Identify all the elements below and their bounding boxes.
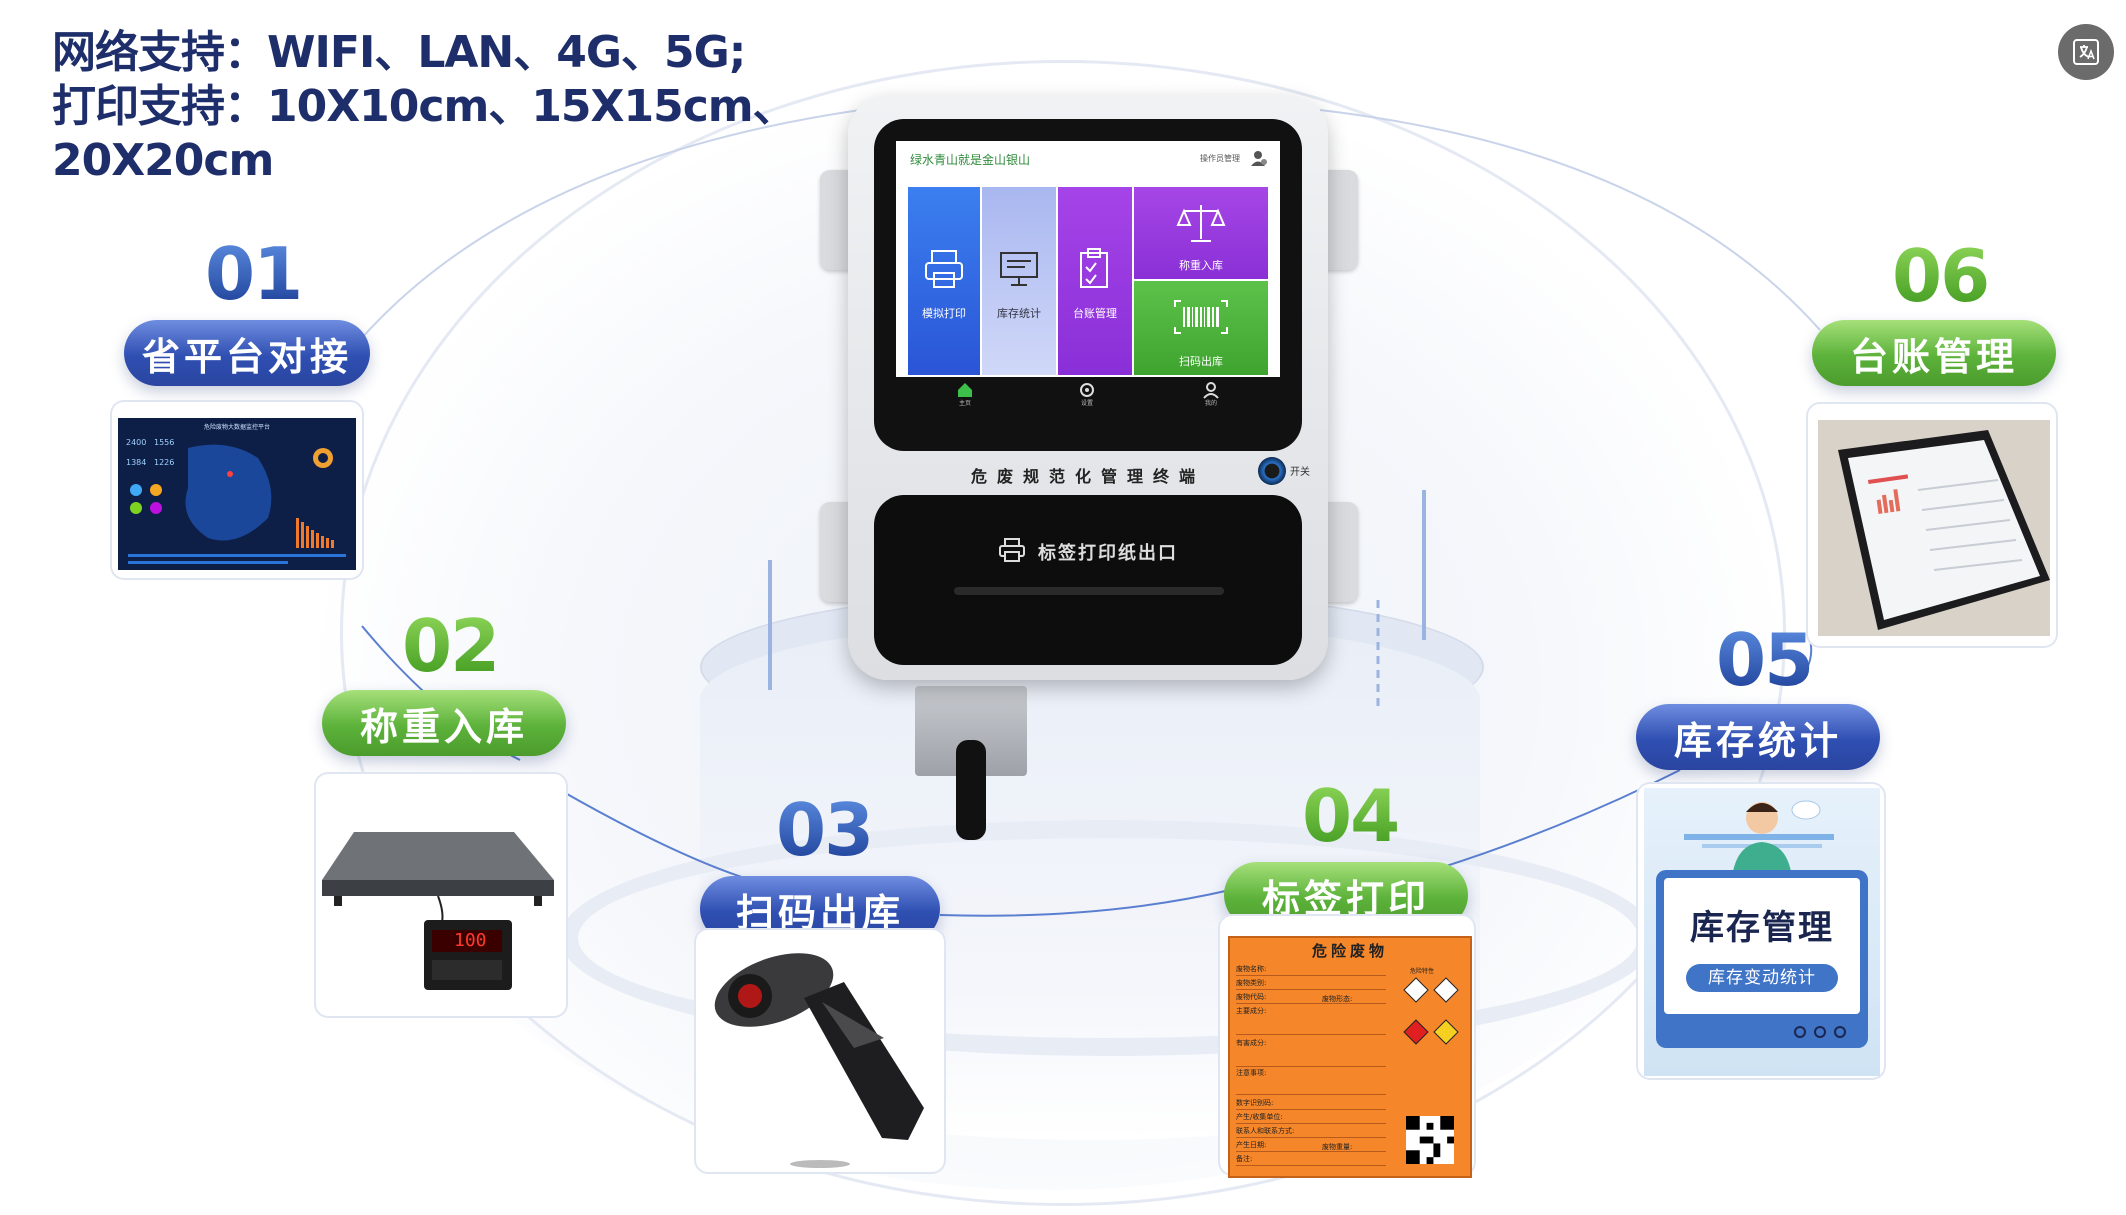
network-support-text: 网络支持：WIFI、LAN、4G、5G; <box>52 27 746 78</box>
monitor-icon <box>1000 252 1038 286</box>
translate-glyph-icon <box>2073 39 2099 65</box>
print-size-text: 20X20cm <box>52 135 274 186</box>
barcode-scanner-icon <box>714 953 924 1168</box>
printer-icon <box>925 250 963 288</box>
feature-06-card <box>1806 402 2058 648</box>
board-dots <box>1794 1026 1854 1038</box>
hazard-label-row: 废物代码: <box>1236 992 1386 1004</box>
tablet-photo-icon <box>1818 420 2050 636</box>
tile-label: 扫码出库 <box>1179 355 1223 368</box>
inventory-subtitle: 库存变动统计 <box>1686 964 1838 992</box>
feature-04-number: 04 <box>1302 774 1400 858</box>
feature-06-number: 06 <box>1892 234 1990 318</box>
hazard-symbols-icon <box>1403 977 1459 1045</box>
feature-05-pill[interactable]: 库存统计 <box>1636 704 1880 770</box>
scale-display: 100 <box>454 930 487 951</box>
hazard-label-row: 废物名称: <box>1236 964 1386 976</box>
tile-weighing-inbound[interactable]: 称重入库 <box>1134 187 1268 279</box>
power-cable <box>956 740 986 840</box>
person-illustration-icon <box>1684 800 1834 878</box>
management-terminal: 绿水青山就是金山银山 操作员管理 模拟打印 <box>848 95 1328 680</box>
dashboard-screen: 危险废物大数据监控平台 2400 1556 1384 1226 <box>118 418 356 570</box>
header-specs: 网络支持：WIFI、LAN、4G、5G; 打印支持：10X10cm、15X15c… <box>52 26 797 188</box>
profile-icon[interactable] <box>1202 381 1220 399</box>
clipboard-icon <box>1080 248 1108 288</box>
nav-label: 设置 <box>1080 400 1093 407</box>
power-label: 开关 <box>1290 467 1310 478</box>
feature-05-number: 05 <box>1716 618 1814 702</box>
tile-simulated-print[interactable]: 模拟打印 <box>908 187 980 375</box>
user-settings-icon[interactable] <box>1250 149 1268 167</box>
tile-label: 台账管理 <box>1073 307 1117 320</box>
qr-code-icon <box>1406 1116 1454 1164</box>
hazard-label-side: 废物重量: <box>1322 1143 1353 1151</box>
outer-ring <box>340 60 1786 1206</box>
dashboard-stat: 1384 <box>126 458 147 467</box>
device-name: 危废规范化管理终端 <box>970 467 1205 486</box>
home-icon[interactable] <box>956 381 974 399</box>
hazard-label-side: 危险特性 <box>1410 968 1435 975</box>
dashboard-stat: 2400 <box>126 438 147 447</box>
feature-02-card: 100 <box>314 772 568 1018</box>
printer-icon <box>999 538 1025 562</box>
tile-label: 库存统计 <box>997 307 1041 320</box>
floor-scale-icon <box>322 832 554 990</box>
screen-bezel: 绿水青山就是金山银山 操作员管理 模拟打印 <box>874 119 1302 451</box>
tile-label: 称重入库 <box>1179 259 1223 272</box>
hazard-label-row: 废物类别: <box>1236 978 1386 990</box>
hazard-label-title: 危险废物 <box>1311 942 1388 960</box>
hazard-label-row: 主要成分: <box>1236 1006 1386 1035</box>
feature-03-card <box>694 928 946 1174</box>
inventory-illustration: 库存管理 库存变动统计 <box>1644 788 1880 1076</box>
feature-01-pill[interactable]: 省平台对接 <box>124 320 370 386</box>
print-support-text: 打印支持：10X10cm、15X15cm、 <box>52 81 797 132</box>
terminal-screen: 绿水青山就是金山银山 操作员管理 模拟打印 <box>896 141 1280 407</box>
feature-06-pill[interactable]: 台账管理 <box>1812 320 2056 386</box>
inventory-board: 库存管理 库存变动统计 <box>1656 870 1868 1048</box>
tile-inventory-stats[interactable]: 库存统计 <box>982 187 1056 375</box>
translate-icon[interactable] <box>2058 24 2114 80</box>
feature-01-card: 危险废物大数据监控平台 2400 1556 1384 1226 <box>110 400 364 580</box>
hazard-label-row: 备注: <box>1236 1154 1386 1166</box>
tile-ledger-management[interactable]: 台账管理 <box>1058 187 1132 375</box>
hazard-label-side: 废物形态: <box>1322 995 1353 1003</box>
power-button[interactable] <box>1258 457 1286 485</box>
tile-scan-outbound[interactable]: 扫码出库 <box>1134 281 1268 375</box>
hazard-label: 危险废物 废物名称: 废物类别: 废物代码: 主要成分: 有害成分: 注意事项:… <box>1228 936 1472 1178</box>
inventory-panel: 库存管理 库存变动统计 <box>1664 878 1860 1014</box>
dashboard-map-icon <box>128 444 346 564</box>
screen-header: 绿水青山就是金山银山 操作员管理 <box>896 141 1280 175</box>
inventory-title: 库存管理 <box>1690 908 1834 948</box>
tile-label: 模拟打印 <box>922 307 966 320</box>
screen-bottom-nav: 主页 设置 我的 <box>896 377 1280 407</box>
hazard-label-row: 注意事项: <box>1236 1068 1386 1095</box>
hazard-label-row: 产生/收集单位: <box>1236 1112 1386 1124</box>
hazard-label-row: 联系人和联系方式: <box>1236 1126 1386 1138</box>
dashboard-title: 危险废物大数据监控平台 <box>203 424 270 431</box>
balance-scale-icon <box>1176 205 1226 242</box>
feature-01-number: 01 <box>205 232 303 316</box>
hazard-label-row: 数字识别码: <box>1236 1098 1386 1110</box>
dashboard-stat: 1226 <box>154 458 175 467</box>
label-print-slot: 标签打印纸出口 <box>874 495 1302 665</box>
feature-03-number: 03 <box>776 788 874 872</box>
hazard-label-row: 有害成分: <box>1236 1038 1386 1067</box>
paper-exit-slit <box>954 587 1224 595</box>
screen-user-label: 操作员管理 <box>1200 154 1240 163</box>
dashboard-stat: 1556 <box>154 438 175 447</box>
print-slot-label: 标签打印纸出口 <box>1038 543 1178 564</box>
nav-label: 我的 <box>1204 400 1217 407</box>
barcode-icon <box>1174 300 1228 334</box>
feature-02-number: 02 <box>402 604 500 688</box>
nav-label: 主页 <box>958 400 971 407</box>
hazard-label-row: 产生日期: <box>1236 1140 1386 1152</box>
feature-02-pill[interactable]: 称重入库 <box>322 690 566 756</box>
settings-icon[interactable] <box>1078 381 1096 399</box>
screen-title: 绿水青山就是金山银山 <box>910 153 1031 167</box>
